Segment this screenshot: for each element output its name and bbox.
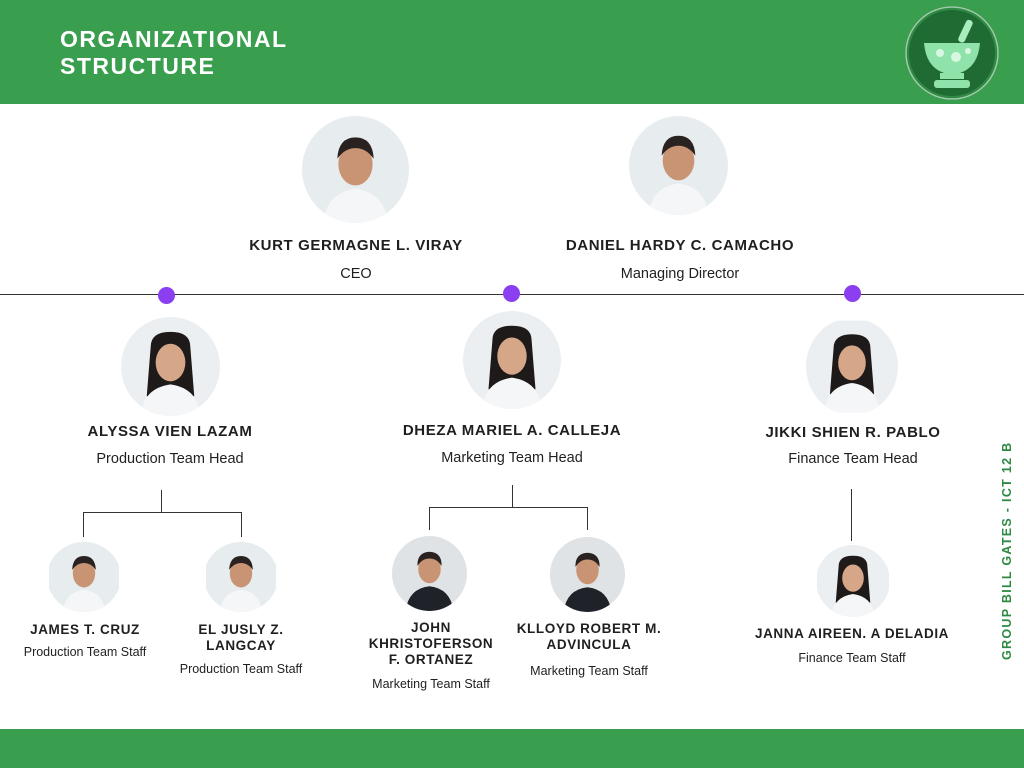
staff-name-cruz: JAMES T. CRUZ bbox=[30, 622, 140, 637]
staff-name-ortanez: JOHN KHRISTOFERSON F. ORTANEZ bbox=[368, 620, 494, 667]
connector-line bbox=[429, 507, 588, 508]
staff-role-deladia: Finance Team Staff bbox=[798, 651, 906, 665]
staff-role-advincula: Marketing Team Staff bbox=[530, 664, 648, 678]
page-title: ORGANIZATIONAL STRUCTURE bbox=[60, 26, 288, 79]
avatar-staff-advincula bbox=[550, 537, 625, 612]
head-role-production: Production Team Head bbox=[96, 451, 244, 467]
head-role-finance: Finance Team Head bbox=[788, 451, 918, 467]
mortar-pestle-icon bbox=[905, 6, 999, 100]
avatar-production-head bbox=[121, 317, 220, 416]
staff-name-advincula: KLLOYD ROBERT M. ADVINCULA bbox=[516, 621, 662, 652]
avatar-managing-director bbox=[629, 116, 728, 215]
exec-role-ceo: CEO bbox=[340, 266, 372, 282]
head-name-finance: JIKKI SHIEN R. PABLO bbox=[765, 424, 941, 441]
avatar-ceo bbox=[302, 116, 409, 223]
exec-name-managing-director: DANIEL HARDY C. CAMACHO bbox=[565, 237, 795, 254]
logo bbox=[904, 5, 1000, 101]
avatar-staff-cruz bbox=[47, 542, 121, 612]
head-role-marketing: Marketing Team Head bbox=[441, 450, 583, 466]
connector-line bbox=[512, 485, 513, 507]
avatar-staff-ortanez bbox=[392, 536, 467, 611]
avatar-staff-langcay bbox=[204, 542, 278, 612]
node-dot bbox=[158, 287, 175, 304]
connector-line bbox=[241, 512, 242, 537]
header-bar bbox=[0, 0, 1024, 104]
footer-bar bbox=[0, 729, 1024, 768]
connector-line bbox=[429, 507, 430, 530]
connector-line bbox=[83, 512, 242, 513]
avatar-staff-deladia bbox=[816, 545, 890, 617]
exec-role-managing-director: Managing Director bbox=[620, 266, 740, 282]
head-name-marketing: DHEZA MARIEL A. CALLEJA bbox=[402, 422, 622, 439]
exec-name-ceo: KURT GERMAGNE L. VIRAY bbox=[249, 237, 463, 254]
node-dot bbox=[503, 285, 520, 302]
avatar-finance-head bbox=[806, 318, 898, 415]
side-label: GROUP BILL GATES - ICT 12 B bbox=[1000, 441, 1014, 660]
connector-line bbox=[161, 490, 162, 512]
staff-role-cruz: Production Team Staff bbox=[23, 645, 147, 659]
head-name-production: ALYSSA VIEN LAZAM bbox=[87, 423, 253, 440]
node-dot bbox=[844, 285, 861, 302]
connector-line bbox=[83, 512, 84, 537]
connector-line bbox=[587, 507, 588, 530]
staff-role-ortanez: Marketing Team Staff bbox=[372, 677, 490, 691]
staff-name-deladia: JANNA AIREEN. A DELADIA bbox=[754, 626, 950, 641]
staff-name-langcay: EL JUSLY Z. LANGCAY bbox=[198, 622, 284, 653]
staff-role-langcay: Production Team Staff bbox=[179, 662, 303, 676]
avatar-marketing-head bbox=[463, 311, 561, 409]
connector-line bbox=[851, 489, 852, 541]
